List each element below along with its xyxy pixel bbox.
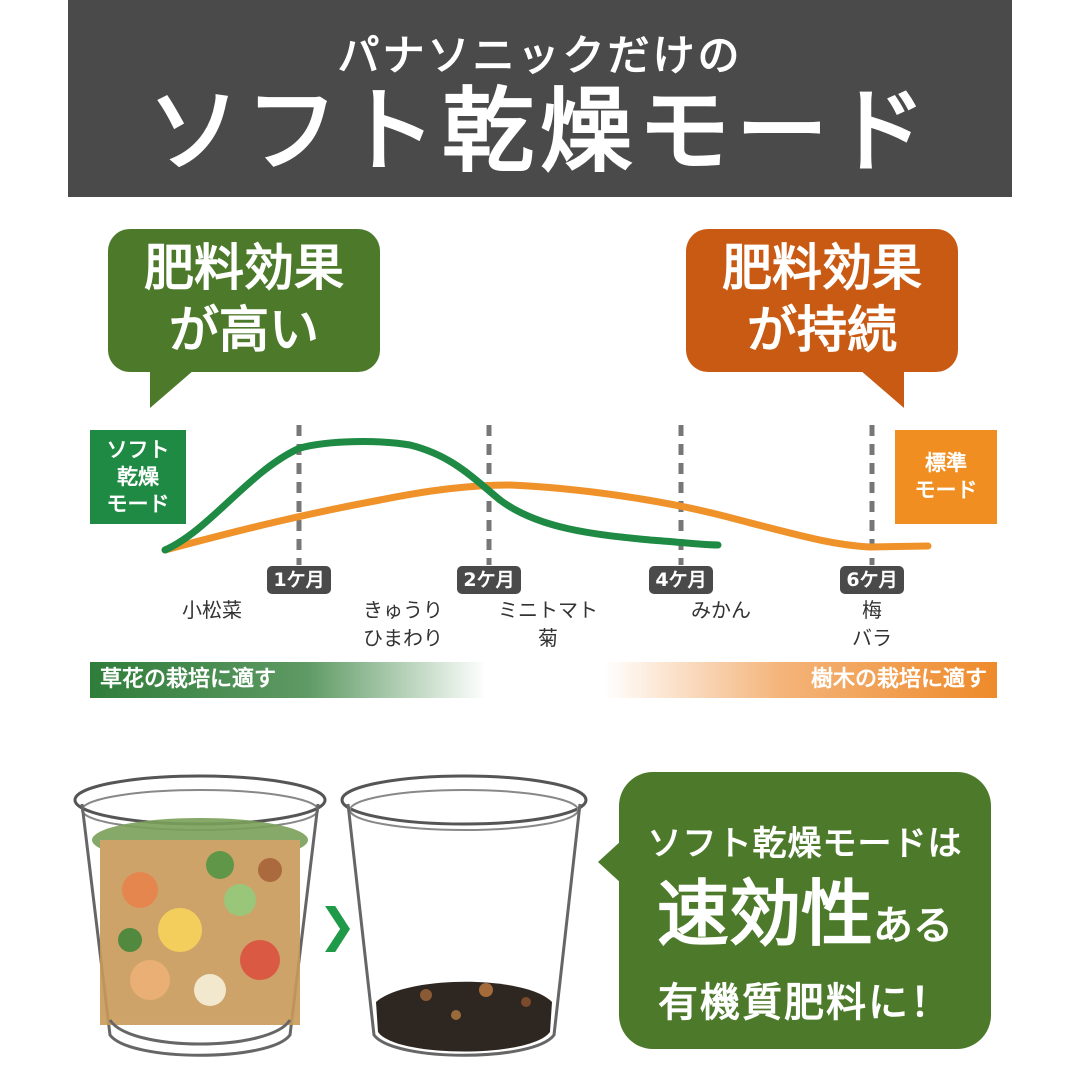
lasting-effect-line2: が持続 (747, 301, 897, 359)
header-title: ソフト乾燥モード (147, 78, 932, 185)
summary-line3: 有機質肥料に！ (658, 980, 952, 1026)
crop-label: ミニトマト 菊 (478, 596, 618, 652)
crop-name: みかん (691, 598, 751, 622)
lasting-effect-bubble: 肥料効果 が持続 (686, 229, 958, 372)
standard-mode-line: モード (914, 478, 978, 502)
soft-mode-line: ソフト (106, 438, 170, 462)
lasting-effect-bubble-tail (860, 370, 904, 408)
soft-mode-line: 乾燥 (117, 465, 159, 489)
month-tick-4: 4ケ月 (649, 566, 713, 594)
summary-keyword: 速効性 (656, 872, 873, 956)
high-effect-line1: 肥料効果 (144, 239, 344, 297)
crop-label: 小松菜 (142, 596, 282, 624)
soft-mode-label: ソフト 乾燥 モード (90, 430, 186, 524)
crop-name: 梅 (862, 598, 882, 622)
month-tick-2: 2ケ月 (457, 566, 521, 594)
summary-line1: ソフト乾燥モードは (647, 824, 963, 864)
crop-name: バラ (852, 626, 892, 650)
crop-label: 梅 バラ (802, 596, 942, 652)
crop-name: ひまわり (363, 626, 443, 650)
summary-keyword-suffix: ある (873, 903, 953, 949)
summary-speech-bubble: ソフト乾燥モードは 速効性ある 有機質肥料に！ (619, 772, 991, 1049)
high-effect-bubble-tail (150, 370, 194, 408)
flower-suitability-band: 草花の栽培に適す (90, 662, 486, 698)
soft-mode-curve (161, 438, 722, 554)
high-effect-bubble: 肥料効果 が高い (108, 229, 380, 372)
standard-mode-label: 標準 モード (895, 430, 997, 524)
high-effect-line2: が高い (169, 301, 319, 359)
summary-line2: 速効性ある (619, 870, 991, 970)
lasting-effect-line1: 肥料効果 (722, 239, 922, 297)
crop-name: 菊 (538, 626, 558, 650)
header-banner: パナソニックだけの ソフト乾燥モード (68, 0, 1012, 197)
month-tick-1: 1ケ月 (267, 566, 331, 594)
bin-with-food-scraps-image (73, 774, 327, 1057)
crop-label: みかん (651, 596, 791, 624)
bin-with-compost-image (340, 774, 588, 1057)
chevron-right-icon: ❯ (318, 898, 357, 952)
soft-mode-line: モード (106, 492, 170, 516)
crop-label: きゅうり ひまわり (333, 596, 473, 652)
crop-name: ミニトマト (498, 598, 598, 622)
header-subtitle: パナソニックだけの (337, 31, 743, 80)
crop-name: 小松菜 (182, 598, 242, 622)
crop-name: きゅうり (363, 598, 443, 622)
standard-mode-line: 標準 (925, 451, 967, 475)
speech-bubble-tail (598, 840, 622, 884)
standard-mode-curve (161, 481, 932, 554)
tree-suitability-band: 樹木の栽培に適す (604, 662, 997, 698)
month-tick-6: 6ケ月 (840, 566, 904, 594)
month-gridlines (296, 425, 875, 565)
